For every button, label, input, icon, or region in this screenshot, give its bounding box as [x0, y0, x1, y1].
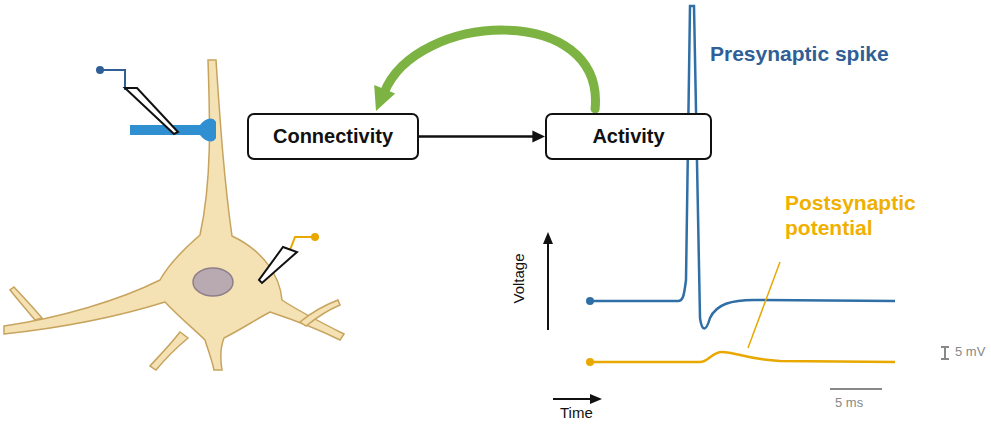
- axis-label: Voltage: [509, 253, 526, 303]
- trace-label: Postsynaptic potential: [785, 190, 935, 240]
- connector: [374, 30, 595, 111]
- leader-line: [748, 262, 780, 348]
- postsynaptic-pipette: [259, 233, 319, 283]
- scale-label: 5 mV: [955, 344, 985, 359]
- axis-label: Time: [560, 404, 593, 421]
- traces: [586, 6, 895, 366]
- scale-label: 5 ms: [835, 395, 863, 410]
- box-label: Connectivity: [273, 125, 393, 148]
- presynaptic-pipette: [96, 66, 178, 134]
- axes: [543, 232, 602, 404]
- nucleus: [193, 268, 233, 296]
- scale-bars: [830, 347, 949, 389]
- box-label: Activity: [592, 125, 664, 148]
- neuron: [4, 60, 344, 370]
- process-box: Connectivity: [247, 113, 419, 160]
- process-box: Activity: [545, 113, 712, 160]
- connector: [419, 130, 545, 142]
- trace-label: Presynaptic spike: [710, 42, 889, 66]
